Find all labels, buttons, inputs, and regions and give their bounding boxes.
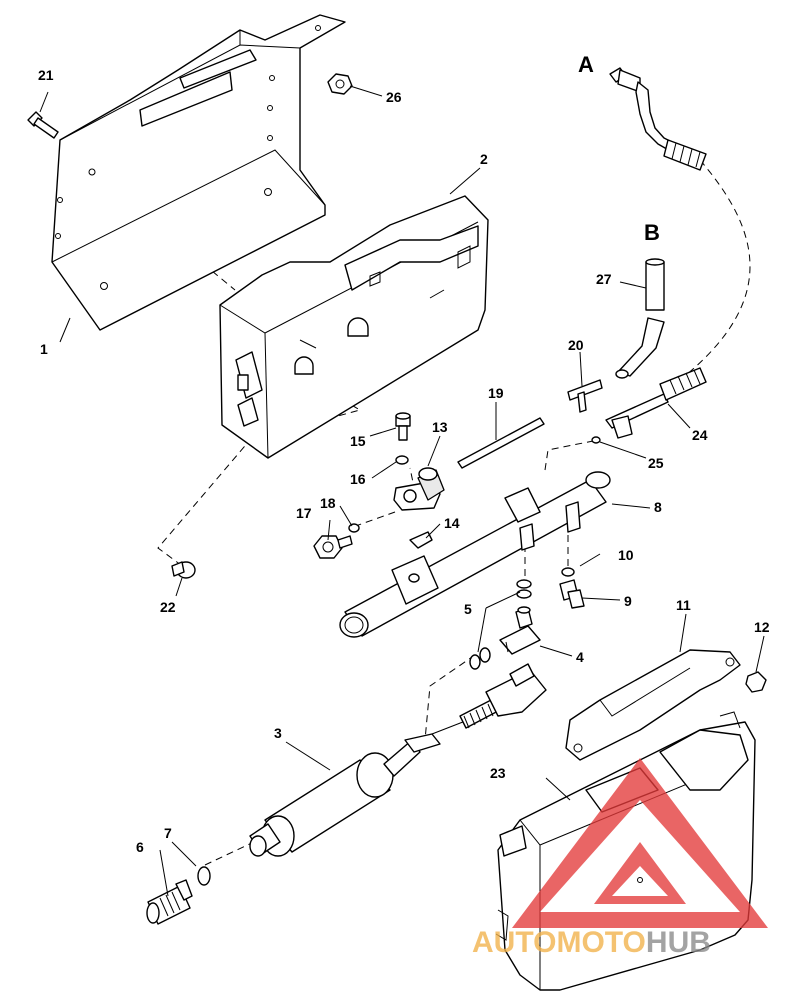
callout-3: 3 xyxy=(274,725,282,741)
callout-2: 2 xyxy=(480,151,488,167)
part-22-cap xyxy=(171,561,196,579)
section-label-a: A xyxy=(578,52,594,77)
part-15-bolt xyxy=(395,412,411,441)
callout-20: 20 xyxy=(568,337,584,353)
part-9-elbow-fitting xyxy=(559,579,585,609)
callout-8: 8 xyxy=(654,499,662,515)
part-24-hose-fitting xyxy=(605,367,707,439)
part-1-mounting-bracket xyxy=(51,14,346,331)
section-b-hose xyxy=(615,258,665,379)
part-19-pin xyxy=(457,417,545,469)
part-11-tank-bracket xyxy=(565,649,741,761)
part-20-tee-fitting xyxy=(567,379,603,413)
callout-6: 6 xyxy=(136,839,144,855)
callout-27: 27 xyxy=(596,271,612,287)
watermark-text-moto: MOTO xyxy=(556,926,645,959)
part-7-wire xyxy=(171,841,197,867)
callout-18: 18 xyxy=(320,495,336,511)
callout-10: 10 xyxy=(618,547,634,563)
callout-16: 16 xyxy=(350,471,366,487)
part-8-fuel-rail xyxy=(339,471,611,638)
callout-13: 13 xyxy=(432,419,448,435)
part-25-o-ring xyxy=(591,436,601,444)
callout-19: 19 xyxy=(488,385,504,401)
callout-labels: 21 1 2 26 27 20 19 24 13 15 25 16 18 8 1… xyxy=(38,67,770,855)
callout-21: 21 xyxy=(38,67,54,83)
callout-4: 4 xyxy=(576,649,584,665)
callout-17: 17 xyxy=(296,505,312,521)
part-3-fuel-pump xyxy=(249,663,547,857)
part-7-o-ring xyxy=(197,866,211,886)
callout-1: 1 xyxy=(40,341,48,357)
callout-15: 15 xyxy=(350,433,366,449)
part-21-screw xyxy=(27,111,59,139)
part-16-washer xyxy=(395,455,409,465)
part-26-nut xyxy=(327,73,353,95)
part-5-o-rings xyxy=(469,579,532,670)
watermark-text-auto: AUTO xyxy=(472,926,556,959)
callout-24: 24 xyxy=(692,427,708,443)
callout-12: 12 xyxy=(754,619,770,635)
part-14-clip xyxy=(409,531,433,549)
watermark-text-hub: HUB xyxy=(646,926,711,959)
part-4-fitting xyxy=(499,606,541,655)
watermark-text: AUTOMOTOHUB xyxy=(472,926,711,959)
leader-lines xyxy=(39,85,765,897)
part-17-nut xyxy=(313,535,353,559)
part-6-fitting xyxy=(146,879,193,925)
part-2-rail-bracket xyxy=(219,195,489,459)
callout-11: 11 xyxy=(676,597,691,613)
part-18-washer xyxy=(348,523,360,533)
callout-22: 22 xyxy=(160,599,176,615)
section-a-fuel-hose xyxy=(609,67,707,171)
section-label-b: B xyxy=(644,220,660,245)
watermark-triangle xyxy=(512,758,768,928)
callout-26: 26 xyxy=(386,89,402,105)
part-12-nut xyxy=(745,671,767,693)
watermark-logo: AUTOMOTOHUB xyxy=(472,758,768,959)
callout-14: 14 xyxy=(444,515,460,531)
callout-7: 7 xyxy=(164,825,172,841)
callout-23: 23 xyxy=(490,765,506,781)
callout-25: 25 xyxy=(648,455,664,471)
part-13-pressure-regulator xyxy=(393,467,445,511)
part-10-o-ring xyxy=(561,567,575,577)
callout-5: 5 xyxy=(464,601,472,617)
callout-9: 9 xyxy=(624,593,632,609)
